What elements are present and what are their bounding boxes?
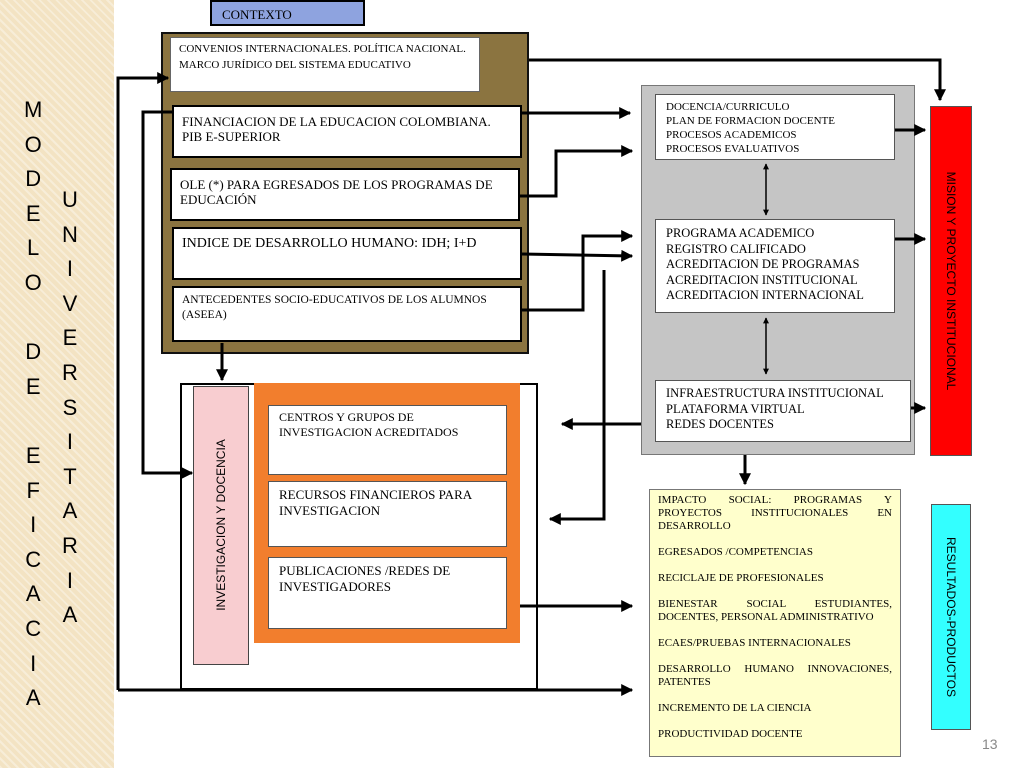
outcome-item: IMPACTO SOCIAL: PROGRAMAS Y PROYECTOS IN… xyxy=(658,494,892,532)
arrow-inner-left-to-research xyxy=(141,110,194,479)
outcome-item: RECICLAJE DE PROFESIONALES xyxy=(658,572,824,584)
outcome-item: DESARROLLO HUMANO INNOVACIONES, PATENTES xyxy=(658,663,892,688)
outcome-item: EGRESADOS /COMPETENCIAS xyxy=(658,546,813,558)
arrow-ole-to-process xyxy=(520,145,634,198)
arrow-context-to-mision xyxy=(529,58,946,102)
title-modelo-de-eficacia: M O D E L O D E E F I C A C I A xyxy=(24,97,43,711)
arrow-left-to-context xyxy=(116,72,170,690)
resultados-bar xyxy=(931,504,971,730)
outcome-item: ECAES/PRUEBAS INTERNACIONALES xyxy=(658,637,851,649)
outcomes-box: IMPACTO SOCIAL: PROGRAMAS Y PROYECTOS IN… xyxy=(649,489,901,757)
arrow-outcomes-to-research xyxy=(548,270,606,525)
process-box-infraestructura: INFRAESTRUCTURA INSTITUCIONAL PLATAFORMA… xyxy=(655,380,911,442)
research-item-recursos: RECURSOS FINANCIEROS PARA INVESTIGACION xyxy=(268,481,507,547)
title-universitaria: U N I V E R S I T A R I A xyxy=(62,187,78,628)
context-header: CONTEXTO xyxy=(210,0,365,26)
context-item-antecedentes: ANTECEDENTES SOCIO-EDUCATIVOS DE LOS ALU… xyxy=(172,286,522,342)
process-box-docencia: DOCENCIA/CURRICULO PLAN DE FORMACION DOC… xyxy=(655,94,895,160)
process-box-programa: PROGRAMA ACADEMICO REGISTRO CALIFICADO A… xyxy=(655,219,895,313)
context-item-convenios: CONVENIOS INTERNACIONALES. POLÍTICA NACI… xyxy=(170,37,480,92)
arrow-idh-to-process xyxy=(521,249,634,262)
mision-bar xyxy=(930,106,972,456)
page-number: 13 xyxy=(982,736,998,752)
research-item-centros: CENTROS Y GRUPOS DE INVESTIGACION ACREDI… xyxy=(268,405,507,475)
context-item-idh: INDICE DE DESARROLLO HUMANO: IDH; I+D xyxy=(172,227,522,280)
decorative-side-strip xyxy=(0,0,114,768)
outcome-item: INCREMENTO DE LA CIENCIA xyxy=(658,702,812,714)
arrow-antecedentes-to-process xyxy=(522,230,634,312)
research-item-publicaciones: PUBLICACIONES /REDES DE INVESTIGADORES xyxy=(268,557,507,629)
outcome-item: PRODUCTIVIDAD DOCENTE xyxy=(658,728,803,740)
outcome-item: BIENESTAR SOCIAL ESTUDIANTES, DOCENTES, … xyxy=(658,598,892,623)
context-item-financiacion: FINANCIACION DE LA EDUCACION COLOMBIANA.… xyxy=(172,105,522,158)
research-vertical-label-box xyxy=(193,386,249,665)
context-item-ole: OLE (*) PARA EGRESADOS DE LOS PROGRAMAS … xyxy=(170,168,520,221)
